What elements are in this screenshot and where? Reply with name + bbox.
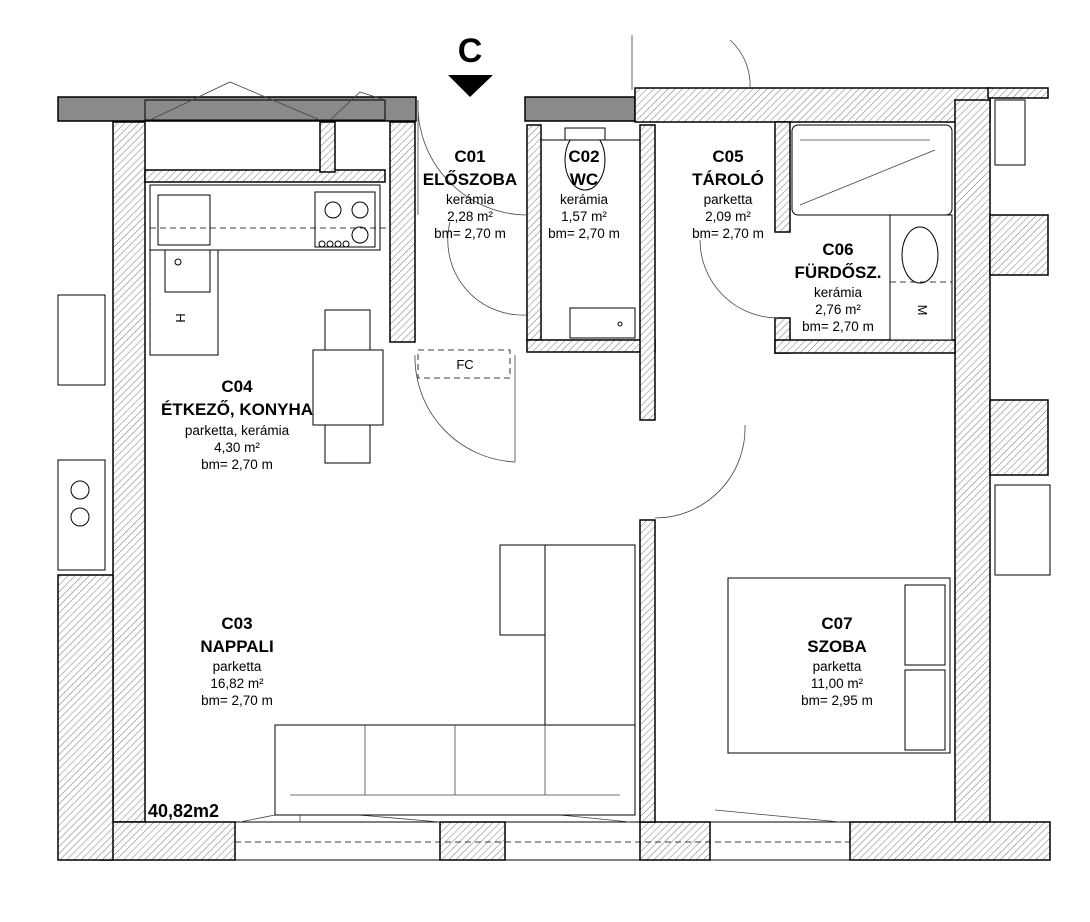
svg-text:C03: C03: [221, 614, 252, 633]
room-label-c04: C04 ÉTKEZŐ, KONYHA parketta, kerámia 4,3…: [161, 377, 313, 472]
svg-text:4,30 m²: 4,30 m²: [214, 440, 260, 455]
svg-text:kerámia: kerámia: [560, 192, 609, 207]
svg-text:C07: C07: [821, 614, 852, 633]
svg-text:kerámia: kerámia: [814, 285, 863, 300]
room-label-c06: C06 FÜRDŐSZ. kerámia 2,76 m² bm= 2,70 m: [795, 240, 882, 334]
svg-text:ELŐSZOBA: ELŐSZOBA: [423, 170, 517, 189]
svg-text:16,82 m²: 16,82 m²: [210, 676, 264, 691]
svg-text:TÁROLÓ: TÁROLÓ: [692, 170, 764, 189]
room-label-c03: C03 NAPPALI parketta 16,82 m² bm= 2,70 m: [200, 614, 273, 708]
svg-text:NAPPALI: NAPPALI: [200, 637, 273, 656]
kitchen-units: H: [149, 184, 390, 464]
svg-text:bm= 2,70 m: bm= 2,70 m: [434, 226, 506, 241]
svg-text:bm= 2,70 m: bm= 2,70 m: [548, 226, 620, 241]
doors: [414, 35, 779, 519]
exterior-walls: [57, 87, 1051, 861]
svg-text:bm= 2,70 m: bm= 2,70 m: [692, 226, 764, 241]
svg-text:11,00 m²: 11,00 m²: [811, 676, 864, 691]
total-area-label: 40,82m2: [148, 801, 219, 821]
svg-text:2,76 m²: 2,76 m²: [815, 302, 861, 317]
section-marker-label: C: [458, 32, 483, 70]
svg-text:C05: C05: [712, 147, 743, 166]
svg-text:C02: C02: [568, 147, 599, 166]
washer-label: M: [915, 305, 930, 316]
svg-text:ÉTKEZŐ, KONYHA: ÉTKEZŐ, KONYHA: [161, 400, 313, 419]
room-label-c05: C05 TÁROLÓ parketta 2,09 m² bm= 2,70 m: [692, 147, 764, 241]
svg-text:parketta: parketta: [704, 192, 753, 207]
bed: [727, 577, 951, 754]
room-label-c07: C07 SZOBA parketta 11,00 m² bm= 2,95 m: [801, 614, 873, 708]
section-arrow-icon: [448, 75, 493, 97]
svg-text:SZOBA: SZOBA: [807, 637, 867, 656]
neighbour-units: [57, 99, 1051, 576]
room-label-c02: C02 WC kerámia 1,57 m² bm= 2,70 m: [548, 147, 620, 241]
svg-text:kerámia: kerámia: [446, 192, 495, 207]
svg-text:parketta, kerámia: parketta, kerámia: [185, 423, 290, 438]
svg-text:C01: C01: [454, 147, 485, 166]
svg-text:bm= 2,70 m: bm= 2,70 m: [201, 693, 273, 708]
fridge-label: H: [173, 313, 188, 322]
svg-text:2,09 m²: 2,09 m²: [705, 209, 751, 224]
svg-text:2,28 m²: 2,28 m²: [447, 209, 493, 224]
svg-text:bm= 2,70 m: bm= 2,70 m: [802, 319, 874, 334]
room-label-c01: C01 ELŐSZOBA kerámia 2,28 m² bm= 2,70 m: [423, 147, 517, 241]
svg-text:bm= 2,95 m: bm= 2,95 m: [801, 693, 873, 708]
sanitary-fixtures: M: [564, 124, 953, 341]
svg-text:C04: C04: [221, 377, 253, 396]
svg-text:WC: WC: [570, 170, 598, 189]
svg-text:FÜRDŐSZ.: FÜRDŐSZ.: [795, 263, 882, 282]
fc-box: [417, 349, 511, 379]
interior-walls: [144, 121, 956, 823]
svg-text:parketta: parketta: [213, 659, 262, 674]
svg-text:bm= 2,70 m: bm= 2,70 m: [201, 457, 273, 472]
sofa: [274, 544, 636, 816]
svg-text:parketta: parketta: [813, 659, 862, 674]
windows: [144, 81, 851, 861]
fc-label: FC: [456, 357, 473, 372]
svg-text:1,57 m²: 1,57 m²: [561, 209, 607, 224]
svg-text:C06: C06: [822, 240, 853, 259]
